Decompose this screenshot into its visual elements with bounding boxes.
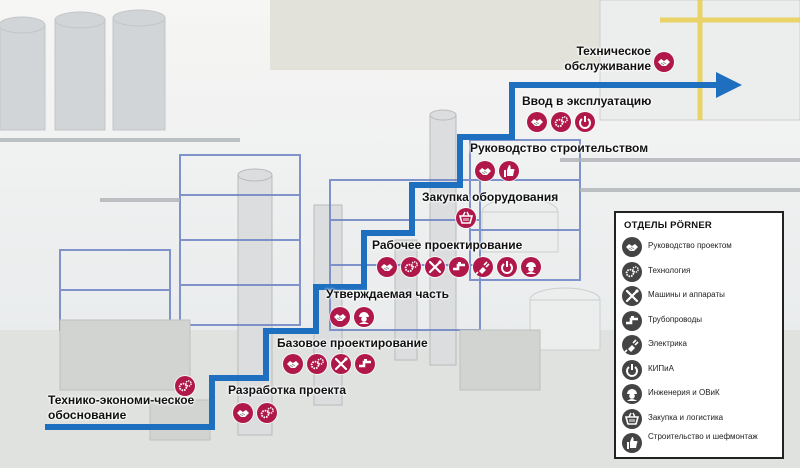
technology-icon: [307, 354, 327, 374]
thumbs-up-icon: [499, 161, 519, 181]
handshake-icon: [377, 257, 397, 277]
technology-icon: [175, 376, 195, 396]
staircase-line: [45, 82, 720, 430]
legend-item: Трубопроводы: [622, 310, 782, 331]
power-icon: [575, 112, 595, 132]
tools-icon: [425, 257, 445, 277]
legend-item: Строительство и шефмонтаж: [622, 432, 782, 453]
pipe-icon: [355, 354, 375, 374]
step-commissioning-label: Ввод в эксплуатацию: [522, 94, 652, 108]
handshake-icon: [654, 52, 674, 72]
worker-icon: [354, 307, 374, 327]
technology-icon: [622, 261, 642, 282]
legend-item-label: Технология: [648, 265, 691, 275]
step-construction-management-label: Руководство строительством: [470, 141, 649, 155]
step-feasibility-label: Технико-экономи-ческое обоснование: [48, 393, 195, 422]
tools-icon: [622, 286, 642, 306]
technology-icon: [551, 112, 571, 132]
step-approved-part-label: Утверждаемая часть: [326, 287, 450, 301]
legend-item-label: КИПиА: [648, 363, 674, 373]
handshake-icon: [622, 237, 642, 257]
legend-item-label: Машины и аппараты: [648, 290, 725, 299]
pipe-icon: [449, 257, 469, 277]
legend-item: Закупка и логистика: [622, 408, 782, 429]
legend-item: Инженерия и ОВиК: [622, 384, 782, 404]
thumbs-up-icon: [622, 433, 642, 453]
basket-icon: [456, 208, 476, 228]
step-detail-engineering-label: Рабочее проектирование: [372, 238, 523, 252]
legend-item-label: Трубопроводы: [648, 314, 702, 324]
legend-item-label: Руководство проектом: [648, 241, 732, 250]
handshake-icon: [330, 307, 350, 327]
worker-icon: [622, 384, 642, 404]
legend-item: Машины и аппараты: [622, 286, 782, 306]
legend-item: КИПиА: [622, 359, 782, 380]
plug-icon: [622, 335, 642, 355]
legend-item-label: Строительство и шефмонтаж: [648, 432, 758, 441]
technology-icon: [257, 403, 277, 423]
legend-item-label: Закупка и логистика: [648, 412, 724, 422]
tools-icon: [331, 354, 351, 374]
step-project-development-label: Разработка проекта: [228, 383, 347, 397]
technology-icon: [401, 257, 421, 277]
legend-item-label: Электрика: [648, 339, 687, 348]
handshake-icon: [283, 354, 303, 374]
step-maintenance-label: Техническое обслуживание: [564, 44, 651, 73]
step-basic-engineering-label: Базовое проектирование: [277, 336, 428, 350]
plug-icon: [473, 257, 493, 277]
arrow-head: [716, 72, 742, 98]
legend-item: Электрика: [622, 335, 782, 355]
legend-title: ОТДЕЛЫ PÖRNER: [624, 220, 712, 231]
legend-item: Технология: [622, 261, 782, 282]
power-icon: [622, 359, 642, 380]
handshake-icon: [475, 161, 495, 181]
worker-icon: [521, 257, 541, 277]
handshake-icon: [233, 403, 253, 423]
legend-item-label: Инженерия и ОВиК: [648, 388, 720, 397]
basket-icon: [622, 408, 642, 429]
power-icon: [497, 257, 517, 277]
handshake-icon: [527, 112, 547, 132]
step-procurement-label: Закупка оборудования: [422, 190, 559, 204]
pipe-icon: [622, 310, 642, 331]
legend-item: Руководство проектом: [622, 237, 782, 257]
